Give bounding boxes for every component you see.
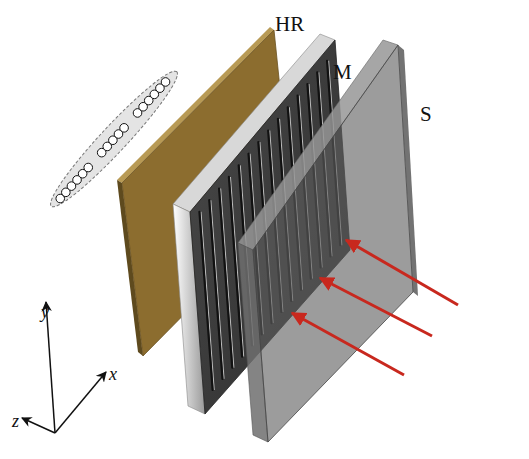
plate-label: S (420, 104, 432, 125)
s-slab (253, 45, 413, 442)
particle (120, 124, 129, 133)
groove-slot (199, 212, 212, 390)
s-right-edge (398, 45, 418, 296)
axes (22, 302, 106, 433)
particle (84, 163, 93, 172)
groove-slot (209, 200, 222, 379)
axis-label: x (109, 365, 117, 383)
groove-slot (219, 189, 232, 368)
y-axis (46, 302, 55, 433)
plate-label: M (333, 62, 352, 83)
incident-arrows (292, 240, 458, 375)
z-axis (22, 418, 55, 433)
axis-label: y (41, 303, 49, 321)
x-axis (55, 372, 106, 433)
red-arrow (292, 313, 404, 375)
plate-label: HR (275, 14, 304, 35)
particle (161, 78, 170, 87)
red-arrow (346, 240, 458, 305)
axis-label: z (12, 412, 19, 430)
red-arrow (320, 278, 432, 336)
